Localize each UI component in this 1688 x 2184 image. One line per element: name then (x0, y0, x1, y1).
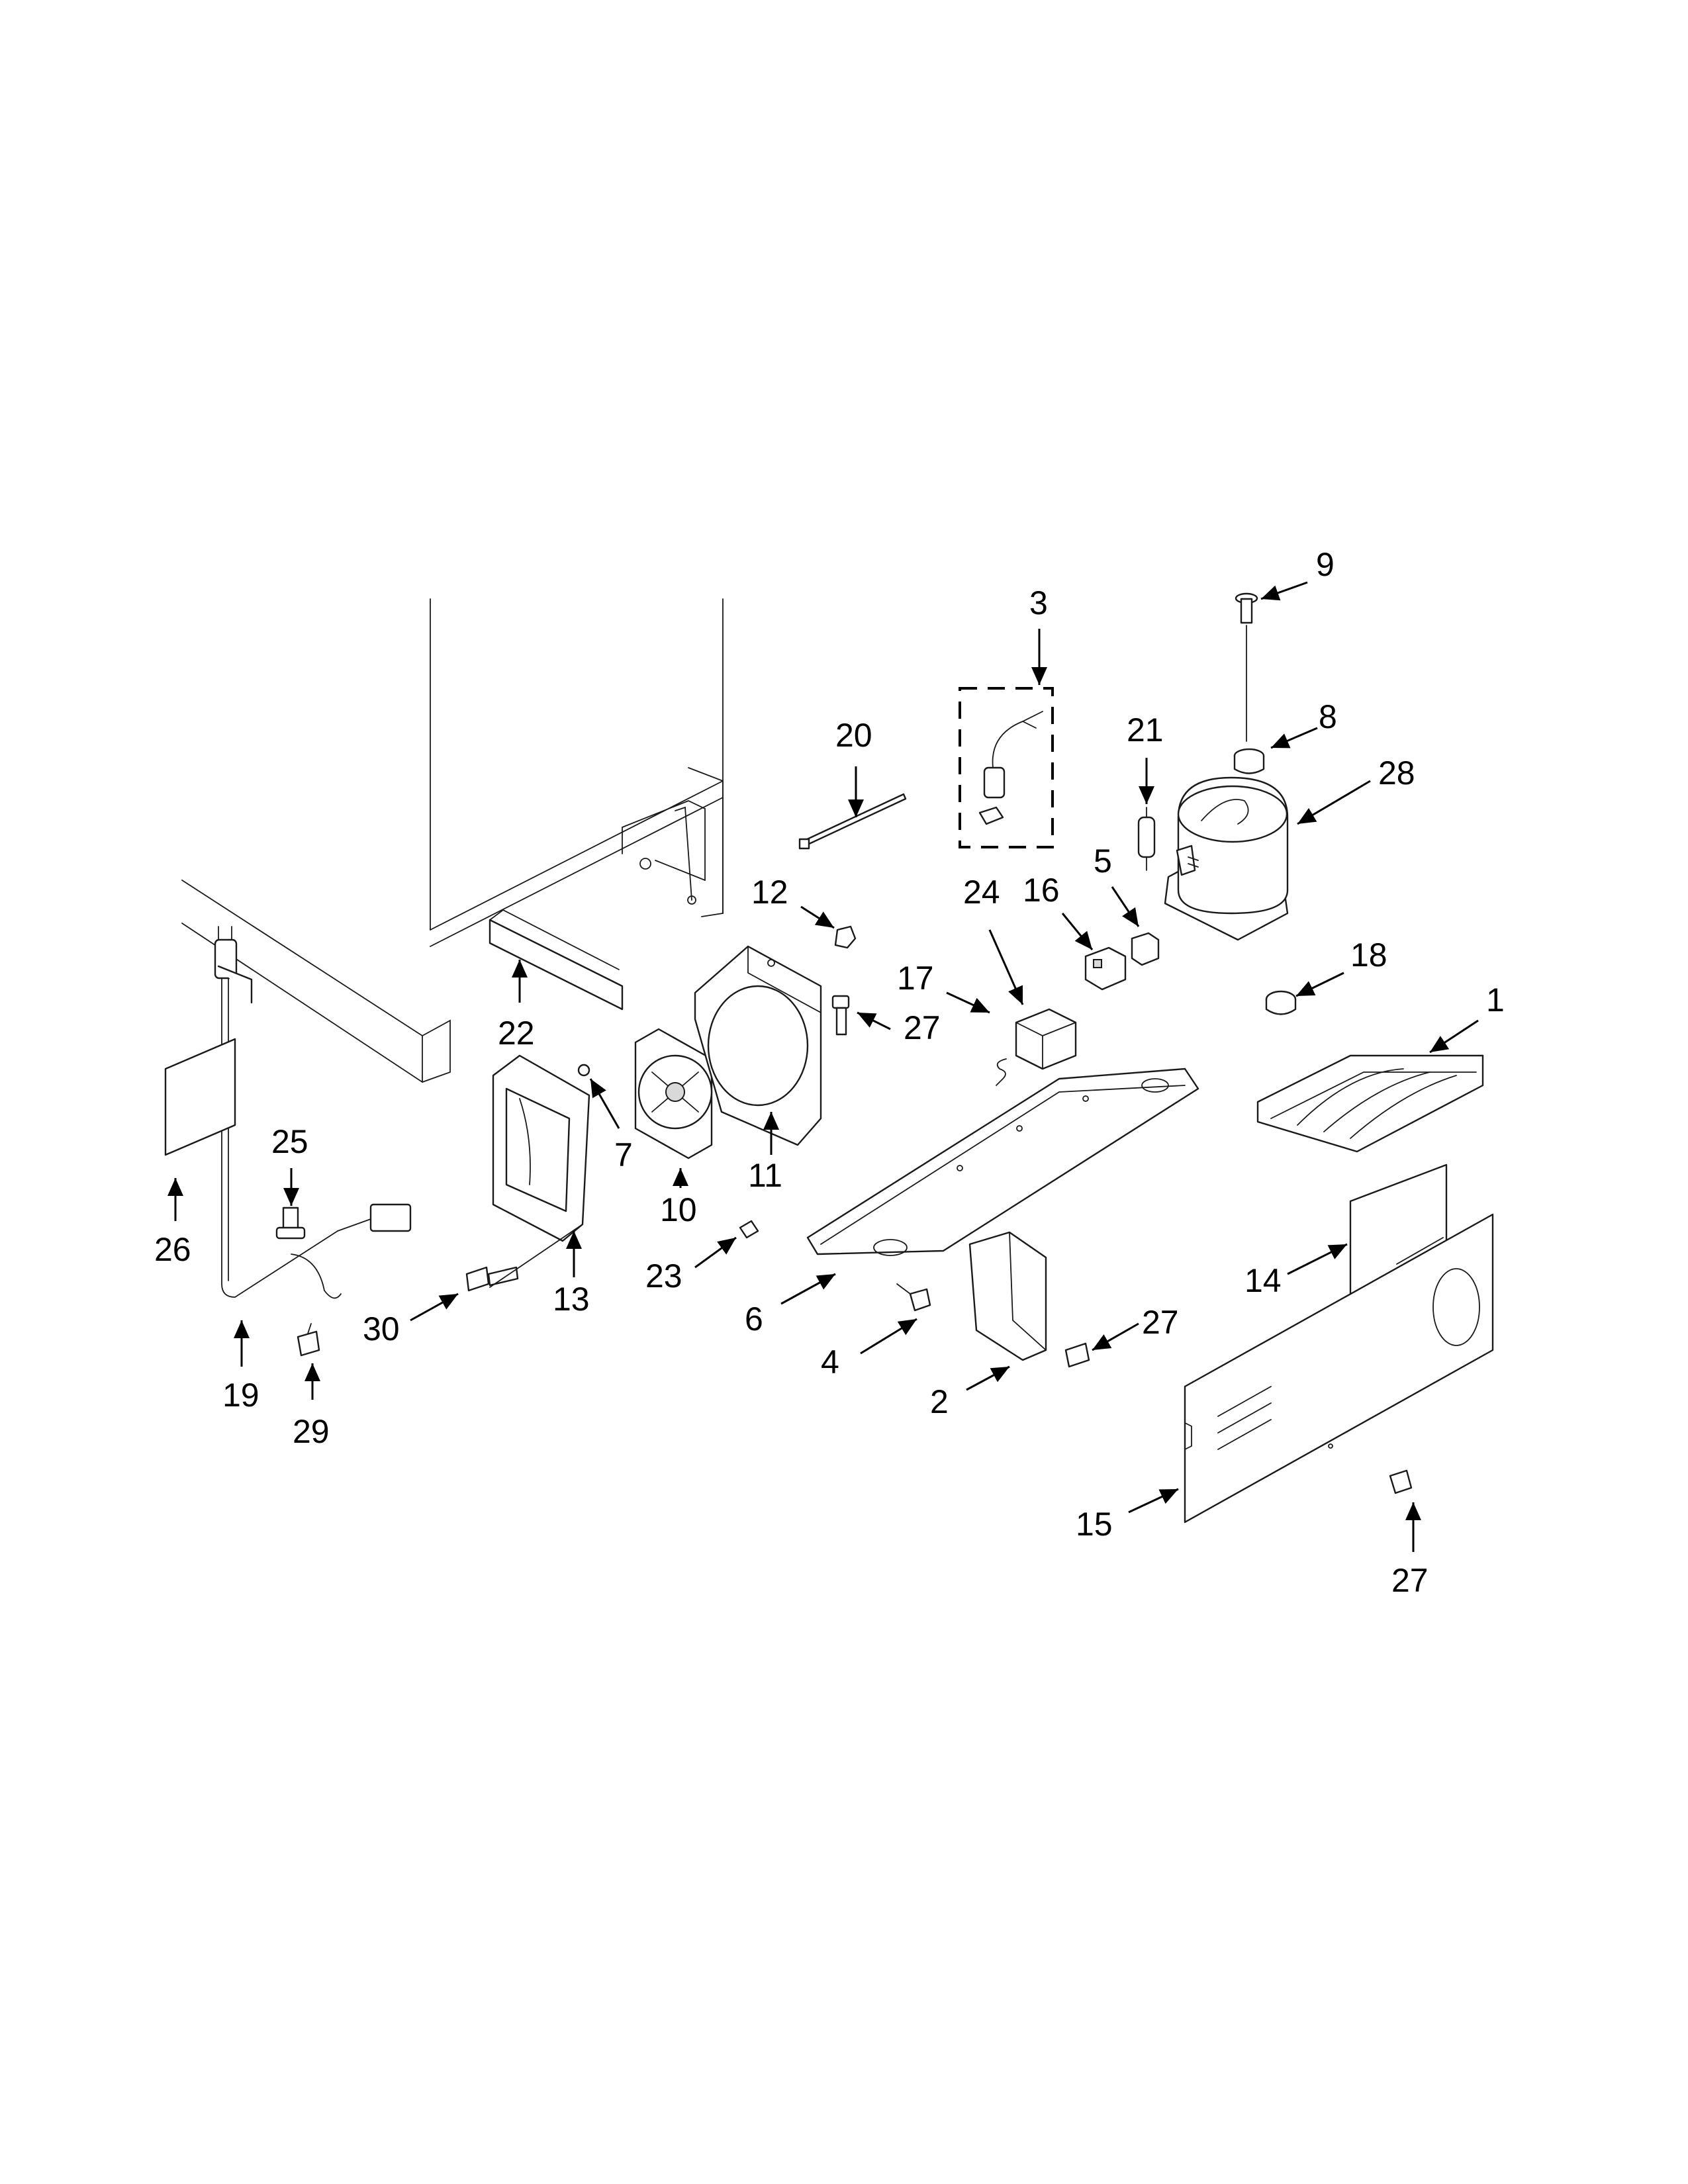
compressor-grommet-part (1233, 748, 1265, 774)
callout-27-panel: 27 (1391, 1562, 1429, 1599)
callout-22: 22 (498, 1015, 535, 1052)
overload-kit-part (959, 687, 1054, 848)
mount-bracket-part (968, 1231, 1047, 1361)
relay-part (1084, 946, 1127, 991)
leader-28 (1297, 780, 1371, 825)
callout-7: 7 (614, 1136, 633, 1173)
leader-27b (1092, 1322, 1139, 1351)
nut-part (834, 925, 857, 949)
callout-27-mount: 27 (1142, 1304, 1179, 1341)
leader-23 (694, 1236, 737, 1269)
callout-11: 11 (748, 1157, 782, 1194)
leader-6 (780, 1273, 836, 1305)
callout-8: 8 (1319, 698, 1337, 735)
cord-clip-part (297, 1323, 320, 1357)
callout-16: 16 (1023, 872, 1060, 909)
leader-9 (1260, 581, 1308, 601)
callout-14: 14 (1244, 1262, 1282, 1299)
screw-23-part (739, 1220, 759, 1239)
screw-4-part (896, 1283, 931, 1312)
fan-motor-part (634, 1028, 713, 1160)
base-rail-part (806, 1068, 1199, 1256)
leader-24 (988, 929, 1024, 1005)
callout-21: 21 (1127, 711, 1164, 749)
leader-1 (1429, 1019, 1479, 1054)
screw-27c-part (1389, 1469, 1413, 1494)
leader-18 (1295, 972, 1344, 997)
leader-12 (800, 905, 835, 929)
callout-6: 6 (745, 1300, 763, 1338)
relay-cover-part (1015, 1008, 1077, 1070)
callout-30: 30 (363, 1310, 400, 1347)
callout-12: 12 (751, 874, 788, 911)
screw-27b-part (1064, 1342, 1090, 1368)
compressor-part (1164, 776, 1289, 941)
callout-4: 4 (821, 1343, 839, 1381)
wire-clip-part (996, 1058, 1007, 1086)
callout-9: 9 (1316, 546, 1335, 583)
leader-27a (857, 1011, 891, 1030)
callout-20: 20 (835, 717, 872, 754)
callout-26: 26 (154, 1231, 191, 1268)
cord-label-part (164, 1038, 236, 1156)
grommet-part (577, 1064, 590, 1077)
leader-17 (946, 991, 990, 1014)
screw-30-part (465, 1266, 519, 1292)
cabinet-body (181, 598, 724, 1083)
leader-4 (860, 1318, 917, 1355)
leader-5 (1111, 886, 1140, 927)
callout-15: 15 (1076, 1506, 1113, 1543)
overload-part (1131, 932, 1160, 966)
callout-18: 18 (1350, 936, 1387, 974)
callout-28: 28 (1378, 754, 1415, 792)
leader-15 (1128, 1488, 1179, 1514)
leader-7 (589, 1078, 620, 1129)
callout-17: 17 (897, 960, 934, 997)
callout-5: 5 (1094, 842, 1112, 880)
capacitor-part (1137, 807, 1156, 871)
leader-16 (1061, 913, 1094, 950)
callout-24: 24 (963, 874, 1000, 911)
leader-arrows (167, 581, 1479, 1552)
leader-8 (1270, 727, 1318, 749)
fan-bracket-part (694, 945, 822, 1146)
power-cord-part (214, 926, 412, 1299)
access-panel-part (1184, 1213, 1494, 1524)
callout-1: 1 (1486, 981, 1505, 1019)
screw-25-part (275, 1206, 306, 1240)
callout-labels: 1 2 3 4 5 6 7 8 9 10 11 12 13 14 15 16 1… (154, 546, 1505, 1599)
leader-30 (410, 1293, 459, 1322)
leader-2 (966, 1365, 1010, 1391)
callout-23: 23 (645, 1257, 682, 1295)
callout-25: 25 (271, 1123, 308, 1160)
leader-14 (1287, 1243, 1348, 1275)
support-rail-part (489, 909, 624, 1011)
screw-27a-part (831, 995, 850, 1036)
callout-13: 13 (553, 1281, 590, 1318)
drain-pan-part (1256, 1054, 1484, 1153)
callout-27-bracket: 27 (904, 1009, 941, 1046)
tie-strap-part (798, 793, 907, 850)
callout-2: 2 (930, 1383, 949, 1420)
compressor-bolt-part (1235, 592, 1258, 742)
callout-29: 29 (293, 1413, 330, 1450)
grommet-18-part (1265, 990, 1297, 1015)
callout-3: 3 (1029, 584, 1048, 621)
callout-19: 19 (222, 1377, 259, 1414)
callout-10: 10 (660, 1191, 697, 1228)
